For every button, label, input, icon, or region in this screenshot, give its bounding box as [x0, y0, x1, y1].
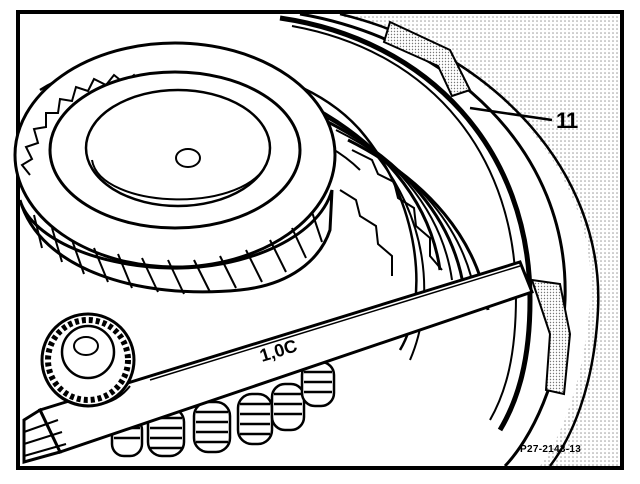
feeler-gauge: 1,0C	[22, 260, 534, 464]
transmission-housing	[299, 12, 618, 468]
callout-leader-line	[469, 106, 553, 122]
snap-ring	[279, 15, 533, 432]
callout-label: 11	[556, 108, 578, 133]
piston-springs	[110, 360, 336, 458]
figure-reference-code: P27-2143-13	[520, 444, 582, 455]
helical-gear	[13, 41, 337, 295]
gauge-pivot-knob	[40, 312, 136, 408]
